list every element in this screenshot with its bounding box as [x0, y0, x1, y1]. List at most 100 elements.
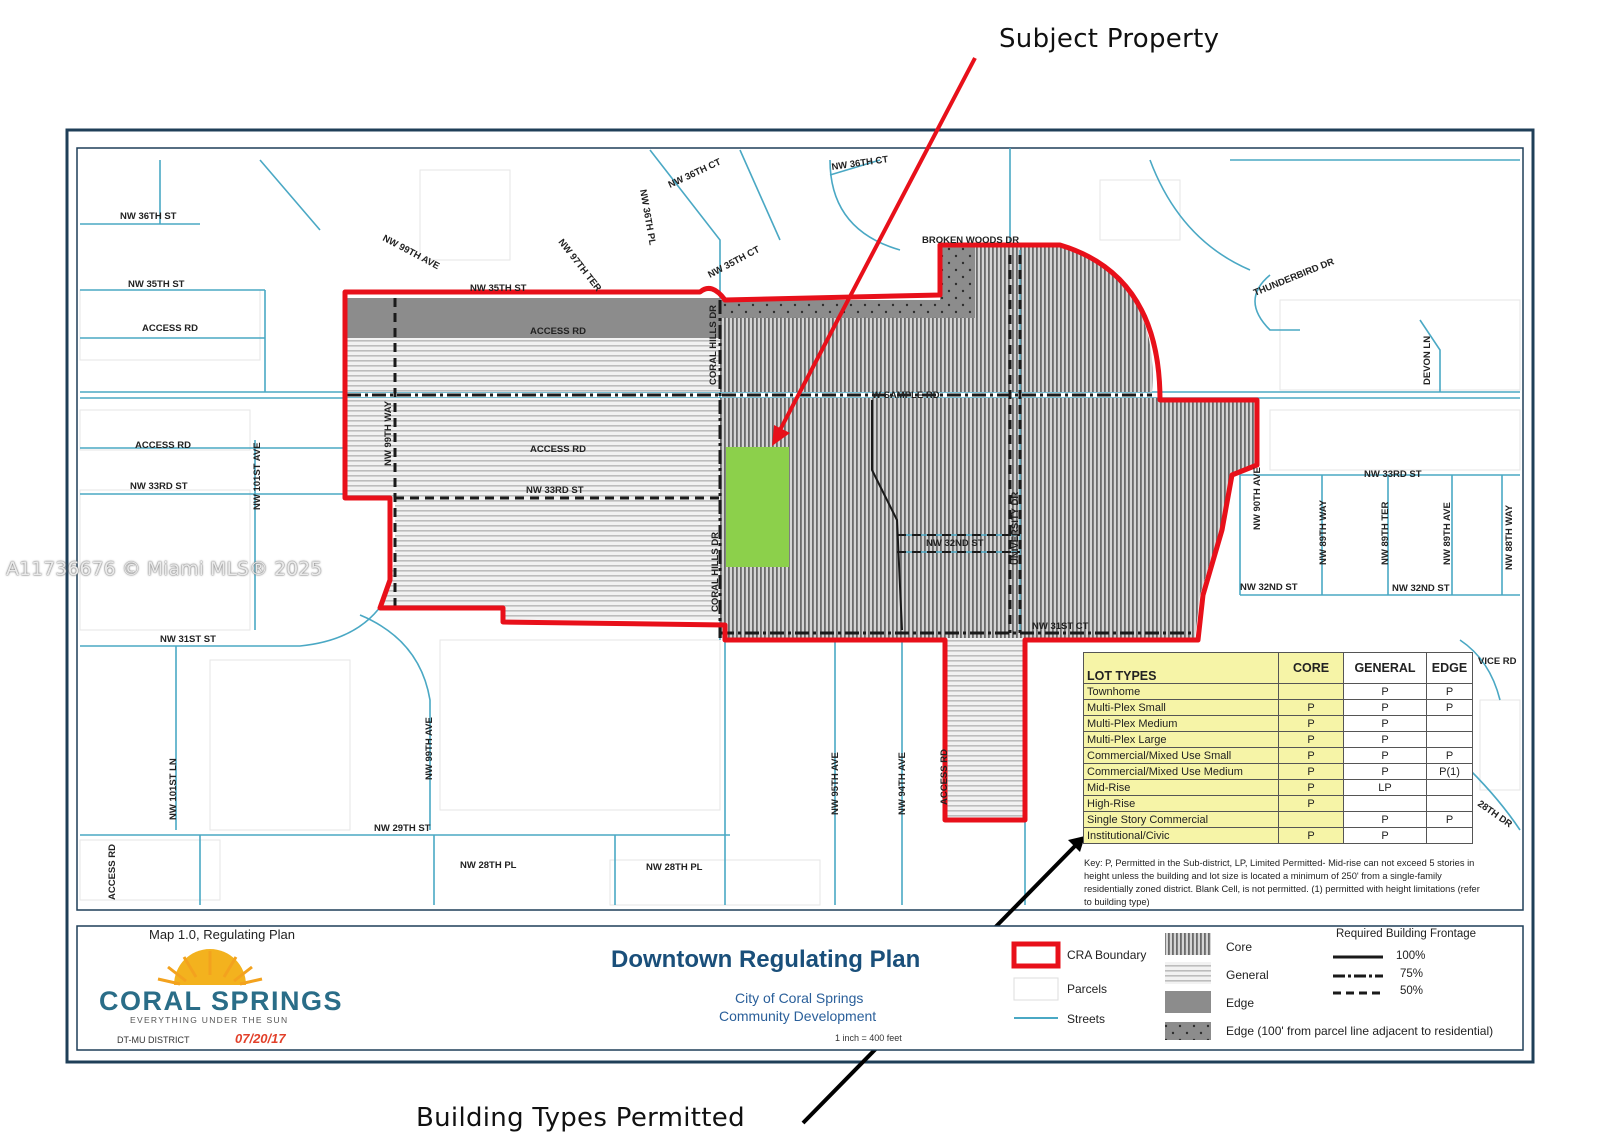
- map-scale: 1 inch = 400 feet: [835, 1033, 902, 1043]
- lot-type: Mid-Rise: [1083, 779, 1279, 796]
- district-label: DT-MU DISTRICT: [117, 1035, 190, 1045]
- label-nw101st-ave: NW 101ST AVE: [252, 442, 263, 510]
- legend-parcels-swatch: [1013, 977, 1059, 1001]
- label-nw32nd-st-e1: NW 32ND ST: [1240, 582, 1298, 593]
- title-block-frame: [76, 925, 1524, 1051]
- legend-edge-label: Edge: [1226, 996, 1255, 1010]
- frontage-100-label: 100%: [1396, 950, 1426, 962]
- label-nw31st-st: NW 31ST ST: [160, 634, 216, 645]
- subject-arrow: [772, 57, 977, 446]
- org-line-1: City of Coral Springs: [735, 990, 864, 1006]
- core-cell: P: [1278, 747, 1344, 764]
- label-access-rd-2: ACCESS RD: [530, 326, 586, 337]
- legend-cra-label: CRA Boundary: [1067, 948, 1147, 962]
- label-nw89th-ter: NW 89TH TER: [1380, 502, 1391, 565]
- label-nw88th-way: NW 88TH WAY: [1504, 504, 1515, 570]
- general-cell: P: [1343, 699, 1427, 716]
- lot-type: Single Story Commercial: [1083, 811, 1279, 828]
- label-coral-hills-dr-1: CORAL HILLS DR: [708, 305, 719, 385]
- header-core: CORE: [1278, 652, 1344, 684]
- legend-general-swatch: [1165, 962, 1211, 984]
- general-zone-south: [382, 498, 720, 620]
- legend-core-label: Core: [1226, 940, 1253, 954]
- general-cell: P: [1343, 763, 1427, 780]
- edge-cell: [1426, 779, 1473, 796]
- general-zone-mid: [395, 398, 720, 498]
- subject-parcel: [726, 447, 789, 567]
- legend-parcels-label: Parcels: [1067, 982, 1108, 996]
- coral-springs-sun-icon: [157, 949, 263, 986]
- lot-type: Multi-Plex Large: [1083, 731, 1279, 748]
- label-access-rd-3: ACCESS RD: [135, 440, 191, 451]
- label-nw99th-ave-s: NW 99TH AVE: [424, 717, 435, 780]
- general-cell: LP: [1343, 779, 1427, 796]
- label-nw28th-pl-1: NW 28TH PL: [460, 860, 517, 871]
- core-cell: P: [1278, 731, 1344, 748]
- label-nw33rd-st-w: NW 33RD ST: [130, 481, 188, 492]
- edge-cell: [1426, 731, 1473, 748]
- plan-date: 07/20/17: [235, 1031, 286, 1046]
- frontage-50-label: 50%: [1400, 985, 1424, 997]
- general-cell: P: [1343, 747, 1427, 764]
- legend-streets-label: Streets: [1067, 1012, 1106, 1026]
- label-nw28th-pl-2: NW 28TH PL: [646, 862, 703, 873]
- label-access-rd-4: ACCESS RD: [530, 444, 586, 455]
- label-nw94th-ave: NW 94TH AVE: [897, 752, 908, 815]
- label-nw32nd-st-c: NW 32ND ST: [926, 538, 984, 549]
- general-cell: P: [1343, 683, 1427, 700]
- lot-type: Multi-Plex Small: [1083, 699, 1279, 716]
- edge100-zone-north: [720, 300, 975, 318]
- core-zone-south: [720, 398, 1255, 638]
- general-cell: P: [1343, 715, 1427, 732]
- edge-cell: [1426, 827, 1473, 844]
- core-cell: [1278, 683, 1344, 700]
- map-number: Map 1.0, Regulating Plan: [149, 927, 295, 942]
- lot-types-key: Key: P, Permitted in the Sub-district, L…: [1084, 858, 1480, 907]
- label-nw33rd-st-e: NW 33RD ST: [1364, 469, 1422, 480]
- general-zone-ext: [945, 638, 1025, 818]
- label-nw32nd-st-e2: NW 32ND ST: [1392, 583, 1450, 594]
- lot-type: Commercial/Mixed Use Small: [1083, 747, 1279, 764]
- core-cell: P: [1278, 795, 1344, 812]
- edge-zone-nw: [347, 298, 720, 338]
- label-access-rd-sw: ACCESS RD: [107, 844, 118, 900]
- general-cell: P: [1343, 811, 1427, 828]
- label-nw36th-st: NW 36TH ST: [120, 211, 177, 222]
- label-nw99th-way: NW 99TH WAY: [383, 400, 394, 466]
- logo-name: CORAL SPRINGS: [99, 986, 344, 1016]
- label-devon-ln: DEVON LN: [1422, 336, 1433, 385]
- general-cell: P: [1343, 731, 1427, 748]
- edge-cell: [1426, 715, 1473, 732]
- mls-watermark: A11736676 © Miami MLS® 2025: [6, 558, 323, 580]
- cra-boundary: [342, 242, 1260, 823]
- general-zone-north: [347, 338, 720, 392]
- label-nw29th-st: NW 29TH ST: [374, 823, 431, 834]
- label-nw90th-ave: NW 90TH AVE: [1252, 467, 1263, 530]
- general-cell: P: [1343, 827, 1427, 844]
- core-cell: P: [1278, 699, 1344, 716]
- logo-tagline: EVERYTHING UNDER THE SUN: [130, 1015, 289, 1025]
- label-nw33rd-st-c: NW 33RD ST: [526, 485, 584, 496]
- label-broken-woods-dr: BROKEN WOODS DR: [922, 235, 1019, 246]
- subject-property-annotation: Subject Property: [999, 24, 1220, 54]
- label-access-rd-1: ACCESS RD: [142, 323, 198, 334]
- header-general: GENERAL: [1343, 652, 1427, 684]
- edge-cell: P: [1426, 699, 1473, 716]
- label-nw95th-ave: NW 95TH AVE: [830, 752, 841, 815]
- legend-edge100-label: Edge (100' from parcel line adjacent to …: [1226, 1024, 1494, 1038]
- edge-cell: P: [1426, 747, 1473, 764]
- label-service-rd: VICE RD: [1478, 656, 1517, 667]
- edge100-zone-ne: [940, 245, 975, 318]
- lot-type: Townhome: [1083, 683, 1279, 700]
- lot-type: Commercial/Mixed Use Medium: [1083, 763, 1279, 780]
- legend-core-swatch: [1165, 933, 1211, 955]
- plan-title: Downtown Regulating Plan: [611, 946, 921, 973]
- core-cell: [1278, 811, 1344, 828]
- core-zone-north: [720, 245, 1153, 392]
